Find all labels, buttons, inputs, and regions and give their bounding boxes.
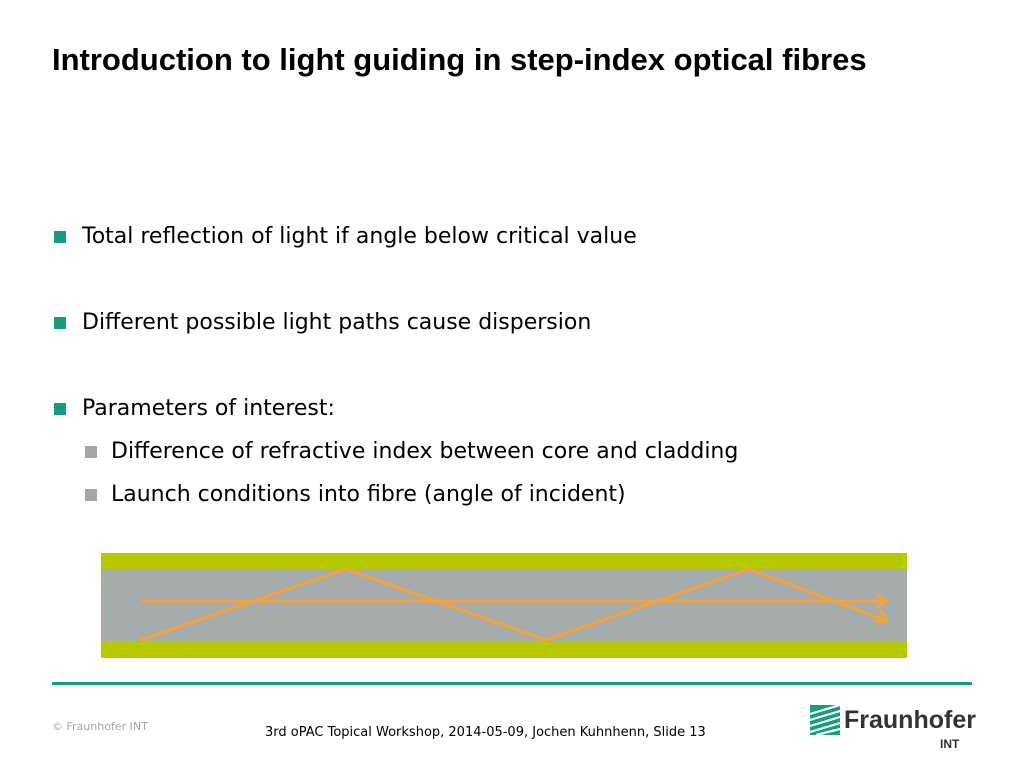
logo-wordmark: Fraunhofer bbox=[844, 706, 976, 734]
logo-sub: INT bbox=[940, 737, 960, 751]
bullet-text: Parameters of interest: bbox=[82, 396, 335, 421]
slide-title: Introduction to light guiding in step-in… bbox=[52, 42, 867, 77]
bullet-item: Total reflection of light if angle below… bbox=[54, 224, 637, 249]
fraunhofer-logo-icon bbox=[810, 705, 840, 735]
bullet-square-icon bbox=[54, 402, 66, 415]
bullet-text: Different possible light paths cause dis… bbox=[82, 310, 592, 335]
sub-bullet-text: Launch conditions into fibre (angle of i… bbox=[111, 482, 626, 507]
sub-bullet-square-icon bbox=[85, 445, 97, 458]
zigzag-light-ray bbox=[139, 567, 889, 642]
bullet-item: Parameters of interest: bbox=[54, 396, 335, 421]
axial-ray-arrowhead bbox=[875, 593, 889, 609]
sub-bullet-item: Difference of refractive index between c… bbox=[85, 439, 738, 464]
bullet-square-icon bbox=[54, 316, 66, 329]
sub-bullet-text: Difference of refractive index between c… bbox=[111, 439, 739, 464]
fibre-diagram bbox=[101, 553, 907, 658]
fibre-core bbox=[101, 569, 907, 641]
bullet-square-icon bbox=[54, 230, 66, 243]
footer-text: 3rd oPAC Topical Workshop, 2014-05-09, J… bbox=[265, 725, 706, 740]
bullet-text: Total reflection of light if angle below… bbox=[82, 224, 637, 249]
copyright: © Fraunhofer INT bbox=[52, 720, 148, 733]
zigzag-ray-arrowhead bbox=[873, 609, 889, 623]
fraunhofer-logo: Fraunhofer INT bbox=[810, 705, 976, 755]
bullet-item: Different possible light paths cause dis… bbox=[54, 310, 591, 335]
sub-bullet-item: Launch conditions into fibre (angle of i… bbox=[85, 482, 626, 507]
footer-divider bbox=[52, 682, 972, 685]
sub-bullet-square-icon bbox=[85, 488, 97, 501]
